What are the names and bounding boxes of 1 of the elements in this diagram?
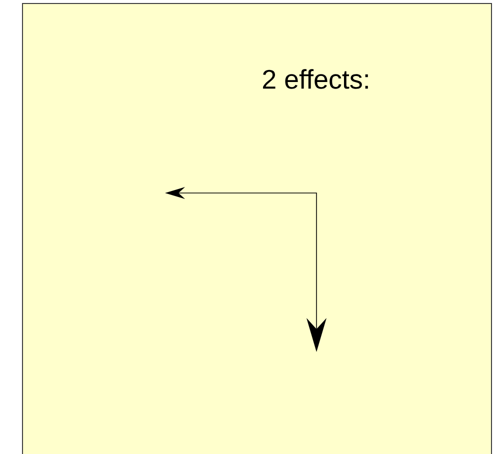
card-box: 2 effects: xyxy=(22,3,492,454)
